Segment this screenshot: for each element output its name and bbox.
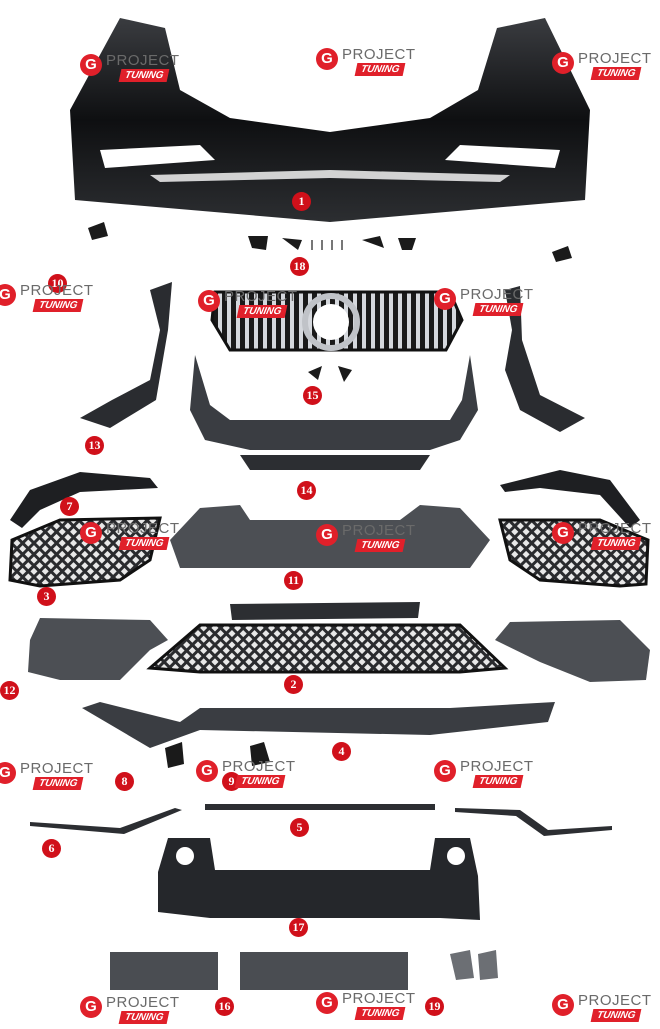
part-number-label: 17 — [289, 918, 308, 937]
small-brackets-part — [88, 222, 572, 262]
trim-right-part — [500, 470, 640, 528]
trim-left-part — [10, 472, 158, 528]
part-number-label: 18 — [290, 257, 309, 276]
strip-right-part — [455, 808, 612, 836]
part-number-label: 6 — [42, 839, 61, 858]
lower-mesh-part — [146, 602, 509, 674]
strip-left-part — [30, 808, 182, 834]
small-clips-part — [165, 742, 270, 768]
bumper-support-part — [190, 355, 478, 470]
part-number-label: 5 — [290, 818, 309, 837]
part-number-label: 2 — [284, 675, 303, 694]
part-number-label: 1 — [292, 192, 311, 211]
plate-holder-left-part — [110, 952, 218, 990]
part-number-label: 3 — [37, 587, 56, 606]
part-number-label: 19 — [425, 997, 444, 1016]
front-lip-part — [82, 702, 555, 748]
part-number-label: 10 — [48, 274, 67, 293]
part-number-label: 7 — [60, 497, 79, 516]
part-number-label: 4 — [332, 742, 351, 761]
front-bumper-part — [70, 18, 590, 222]
part-number-label: 13 — [85, 436, 104, 455]
part-number-label: 11 — [284, 571, 303, 590]
part-number-label: 12 — [0, 681, 19, 700]
side-bracket-right-part — [505, 286, 585, 432]
mesh-right-part — [498, 518, 650, 588]
side-panel-left-part — [28, 618, 168, 680]
part-number-label: 8 — [115, 772, 134, 791]
strip-center-part — [205, 804, 435, 810]
plate-holder-right-part — [240, 952, 408, 990]
sensor-brackets-part — [450, 950, 498, 980]
part-number-label: 15 — [303, 386, 322, 405]
side-panel-right-part — [495, 620, 650, 682]
part-number-label: 14 — [297, 481, 316, 500]
crash-absorber-part — [158, 838, 480, 920]
side-bracket-left-part — [80, 282, 172, 428]
mesh-left-part — [8, 516, 162, 588]
part-number-label: 16 — [215, 997, 234, 1016]
